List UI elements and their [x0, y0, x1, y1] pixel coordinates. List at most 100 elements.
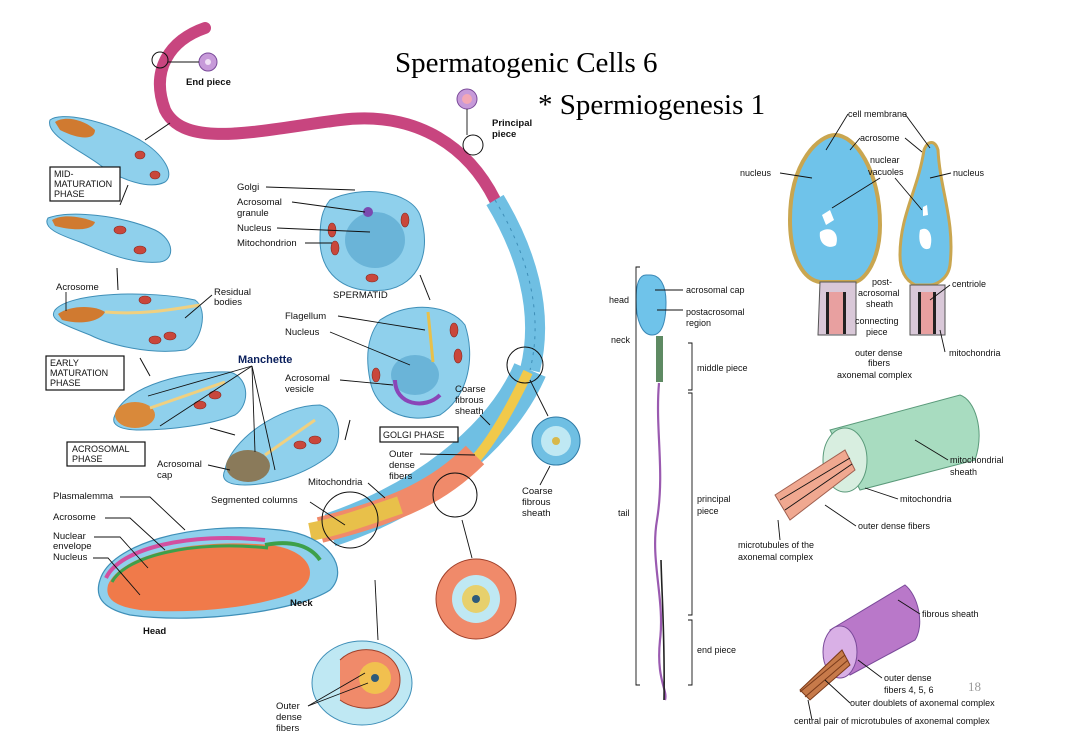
svg-text:postacrosomal: postacrosomal	[686, 307, 745, 317]
svg-text:Coarse: Coarse	[455, 384, 486, 395]
svg-text:fibers 4, 5, 6: fibers 4, 5, 6	[884, 685, 934, 695]
sperm-head-illustration	[97, 527, 339, 619]
svg-text:Nucleus: Nucleus	[53, 552, 88, 563]
phase-box-mid-maturation: MID- MATURATION PHASE	[49, 166, 121, 202]
svg-text:piece: piece	[866, 327, 888, 337]
svg-text:Head: Head	[143, 626, 166, 637]
svg-text:microtubules of the: microtubules of the	[738, 540, 814, 550]
svg-text:Acrosomal: Acrosomal	[157, 459, 202, 470]
svg-text:GOLGI PHASE: GOLGI PHASE	[383, 430, 445, 440]
svg-text:sheath: sheath	[950, 467, 977, 477]
svg-text:acrosomal: acrosomal	[858, 288, 900, 298]
whole-sperm-labels: head neck tail acrosomal cap postacrosom…	[609, 285, 748, 655]
svg-text:Mitochondria: Mitochondria	[308, 477, 363, 488]
svg-text:tail: tail	[618, 508, 630, 518]
svg-text:fibrous: fibrous	[455, 395, 484, 406]
tail-structure-labels: Coarse fibrous sheath Outer dense fibers…	[143, 384, 553, 734]
acrosomal-phase-cell-left	[113, 371, 247, 431]
svg-text:cell membrane: cell membrane	[848, 109, 907, 119]
principal-piece-3d	[799, 584, 921, 701]
svg-text:vacuoles: vacuoles	[868, 167, 904, 177]
label-end-piece: End piece	[186, 77, 231, 88]
page-number: 18	[968, 679, 981, 694]
svg-text:outer dense: outer dense	[855, 348, 903, 358]
svg-text:Nuclear: Nuclear	[53, 531, 86, 542]
svg-text:Outer: Outer	[389, 449, 413, 460]
svg-text:head: head	[609, 295, 629, 305]
cross-section-end-piece	[168, 52, 218, 72]
svg-text:sheath: sheath	[455, 406, 484, 417]
mid-maturation-cell-top	[49, 116, 170, 186]
svg-text:Acrosomal: Acrosomal	[237, 197, 282, 208]
svg-text:fibrous: fibrous	[522, 497, 551, 508]
svg-text:fibers: fibers	[868, 358, 891, 368]
svg-text:MATURATION: MATURATION	[54, 179, 112, 189]
svg-text:PHASE: PHASE	[50, 378, 81, 388]
svg-text:PHASE: PHASE	[72, 454, 103, 464]
svg-text:Acrosome: Acrosome	[53, 512, 96, 523]
svg-text:acrosome: acrosome	[860, 133, 900, 143]
svg-text:nucleus: nucleus	[740, 168, 772, 178]
svg-text:Plasmalemma: Plasmalemma	[53, 491, 114, 502]
slide-title: Spermatogenic Cells 6	[395, 47, 658, 79]
segmented-columns	[308, 496, 403, 541]
head-section-side	[898, 141, 953, 336]
svg-text:axonemal complex: axonemal complex	[738, 552, 814, 562]
svg-text:Golgi: Golgi	[237, 182, 259, 193]
svg-text:piece: piece	[492, 129, 516, 140]
spermatid-cell	[319, 191, 425, 292]
cross-section-neck	[311, 579, 413, 726]
middle-piece-labels: mitochondrial sheath mitochondria outer …	[738, 439, 1004, 562]
svg-text:connecting: connecting	[855, 316, 899, 326]
svg-text:nuclear: nuclear	[870, 155, 900, 165]
svg-text:sheath: sheath	[522, 508, 551, 519]
head-section-front	[787, 132, 883, 336]
svg-text:axonemal complex: axonemal complex	[837, 370, 913, 380]
label-manchette: Manchette	[238, 354, 292, 366]
cell-labels: Acrosome Residual bodies Manchette Acros…	[56, 282, 292, 481]
svg-text:Residual: Residual	[214, 287, 251, 298]
cross-section-coarse-fibrous-sheath	[529, 379, 581, 466]
whole-sperm-diagram	[635, 266, 693, 701]
label-spermatid: SPERMATID	[333, 290, 388, 301]
svg-text:region: region	[686, 318, 711, 328]
slide-subtitle: * Spermiogenesis 1	[538, 89, 765, 121]
acrosomal-phase-cell-right	[223, 404, 340, 486]
svg-text:neck: neck	[611, 335, 631, 345]
svg-text:outer dense: outer dense	[884, 673, 932, 683]
principal-piece-labels: fibrous sheath outer dense fibers 4, 5, …	[794, 599, 995, 726]
svg-text:sheath: sheath	[866, 299, 893, 309]
svg-text:outer doublets of axonemal com: outer doublets of axonemal complex	[850, 698, 995, 708]
svg-text:MATURATION: MATURATION	[50, 368, 108, 378]
mid-maturation-cell-lower	[46, 213, 172, 263]
svg-text:Acrosome: Acrosome	[56, 282, 99, 293]
label-principal-piece: Principal	[492, 118, 532, 129]
phase-box-acrosomal: ACROSOMAL PHASE	[66, 441, 146, 467]
golgi-phase-cell	[367, 306, 471, 419]
svg-text:vesicle: vesicle	[285, 384, 314, 395]
svg-text:Mitochondrion: Mitochondrion	[237, 238, 297, 249]
svg-text:cap: cap	[157, 470, 172, 481]
svg-text:EARLY: EARLY	[50, 358, 79, 368]
tail-principal-piece	[486, 194, 546, 373]
svg-text:end piece: end piece	[697, 645, 736, 655]
svg-text:envelope: envelope	[53, 541, 92, 552]
svg-text:dense: dense	[389, 460, 415, 471]
svg-text:Acrosomal: Acrosomal	[285, 373, 330, 384]
svg-text:Coarse: Coarse	[522, 486, 553, 497]
svg-text:Nucleus: Nucleus	[285, 327, 320, 338]
sperm-tail-illustration	[151, 22, 546, 549]
early-maturation-cell	[52, 293, 203, 352]
svg-text:bodies: bodies	[214, 297, 242, 308]
head-section-labels: cell membrane acrosome nuclear vacuoles …	[740, 109, 1001, 380]
cross-section-mitochondria	[435, 519, 517, 640]
svg-text:Flagellum: Flagellum	[285, 311, 326, 322]
svg-text:Outer: Outer	[276, 701, 300, 712]
svg-text:Segmented columns: Segmented columns	[211, 495, 298, 506]
svg-text:acrosomal cap: acrosomal cap	[686, 285, 745, 295]
svg-text:middle piece: middle piece	[697, 363, 748, 373]
svg-text:MID-: MID-	[54, 169, 74, 179]
phase-box-early-maturation: EARLY MATURATION PHASE	[45, 355, 125, 391]
svg-text:nucleus: nucleus	[953, 168, 985, 178]
